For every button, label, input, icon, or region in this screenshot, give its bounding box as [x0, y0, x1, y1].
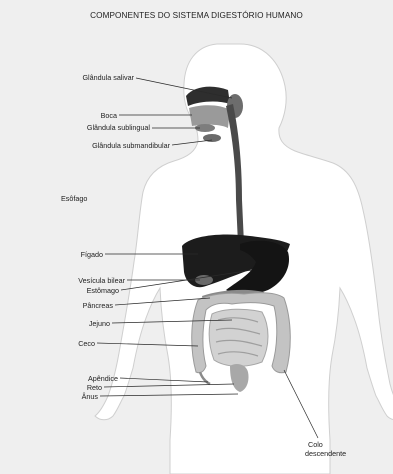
label-figado: Fígado — [81, 250, 103, 259]
label-reto: Reto — [87, 383, 102, 392]
label-estomago: Estômago — [87, 286, 119, 295]
label-anus: Ânus — [82, 392, 98, 401]
label-apendice: Apêndice — [88, 374, 118, 383]
label-ceco: Ceco — [78, 339, 95, 348]
label-colo-descendente-line2: descendente — [305, 449, 346, 458]
label-glandula-salivar: Glândula salivar — [82, 73, 134, 82]
label-esofago: Esôfago — [61, 194, 87, 203]
label-colo-descendente-line1: Colo — [308, 440, 323, 449]
label-vesicula-biliar: Vesícula bilear — [78, 276, 125, 285]
label-pancreas: Pâncreas — [83, 301, 113, 310]
label-jejuno: Jejuno — [89, 319, 110, 328]
label-glandula-sublingual: Glândula sublingual — [87, 123, 150, 132]
label-glandula-submandibular: Glândula submandibular — [92, 141, 170, 150]
diagram-title: COMPONENTES DO SISTEMA DIGESTÓRIO HUMANO — [0, 11, 393, 20]
label-boca: Boca — [101, 111, 117, 120]
